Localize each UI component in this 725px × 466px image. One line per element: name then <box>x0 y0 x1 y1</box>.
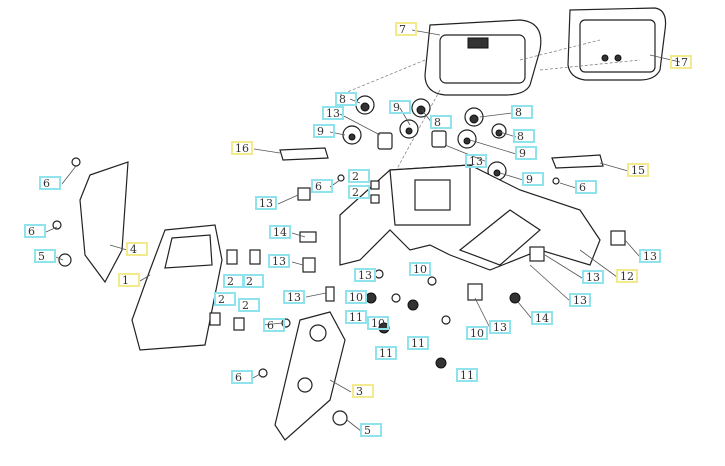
callout-part-17: 17 <box>670 55 692 69</box>
callout-part-8: 8 <box>511 105 533 119</box>
callout-part-10: 10 <box>345 290 367 304</box>
callout-part-6: 6 <box>24 224 46 238</box>
callout-part-13: 13 <box>354 268 376 282</box>
callout-part-6: 6 <box>575 180 597 194</box>
callout-part-13: 13 <box>582 270 604 284</box>
callout-part-8: 8 <box>335 92 357 106</box>
callout-part-2: 2 <box>223 274 245 288</box>
callout-part-4: 4 <box>126 242 148 256</box>
callout-part-2: 2 <box>242 274 264 288</box>
callout-part-9: 9 <box>515 146 537 160</box>
callout-part-12: 12 <box>616 269 638 283</box>
callout-part-5: 5 <box>360 423 382 437</box>
callout-part-9: 9 <box>389 100 411 114</box>
callout-part-6: 6 <box>39 176 61 190</box>
callout-part-10: 10 <box>367 316 389 330</box>
callout-part-3: 3 <box>352 384 374 398</box>
callout-part-10: 10 <box>409 262 431 276</box>
callout-part-14: 14 <box>269 225 291 239</box>
callout-part-9: 9 <box>522 172 544 186</box>
callout-part-13: 13 <box>489 320 511 334</box>
fasteners <box>52 157 626 426</box>
callout-part-16: 16 <box>231 141 253 155</box>
callout-part-6: 6 <box>311 179 333 193</box>
callout-part-8: 8 <box>513 129 535 143</box>
callout-part-2: 2 <box>238 298 260 312</box>
trim-15 <box>551 154 604 169</box>
callout-part-13: 13 <box>322 106 344 120</box>
callout-part-11: 11 <box>456 368 478 382</box>
trim-16 <box>279 147 329 161</box>
callout-part-2: 2 <box>214 292 236 306</box>
side-panel-left <box>79 161 129 284</box>
callout-part-13: 13 <box>268 254 290 268</box>
callout-part-6: 6 <box>263 318 285 332</box>
callout-part-13: 13 <box>255 196 277 210</box>
callout-part-2: 2 <box>348 169 370 183</box>
grommets <box>342 95 507 181</box>
callout-part-13: 13 <box>639 249 661 263</box>
callout-part-11: 11 <box>375 346 397 360</box>
instrument-cluster <box>567 7 667 81</box>
callout-part-10: 10 <box>466 326 488 340</box>
callout-part-9: 9 <box>313 124 335 138</box>
callout-part-13: 13 <box>283 290 305 304</box>
leader-lines <box>45 29 681 432</box>
callout-part-13: 13 <box>569 293 591 307</box>
callout-part-14: 14 <box>531 311 553 325</box>
callout-part-7: 7 <box>395 22 417 36</box>
callout-part-1: 1 <box>118 273 140 287</box>
callout-part-2: 2 <box>348 185 370 199</box>
side-panel-right <box>274 311 346 441</box>
callout-part-5: 5 <box>34 249 56 263</box>
callout-part-6: 6 <box>231 370 253 384</box>
callout-part-11: 11 <box>407 336 429 350</box>
callout-part-13: 13 <box>465 154 487 168</box>
instrument-bezel <box>424 19 542 96</box>
callout-part-8: 8 <box>430 115 452 129</box>
callout-part-11: 11 <box>345 310 367 324</box>
callout-part-15: 15 <box>627 163 649 177</box>
dashboard-main <box>339 164 601 271</box>
